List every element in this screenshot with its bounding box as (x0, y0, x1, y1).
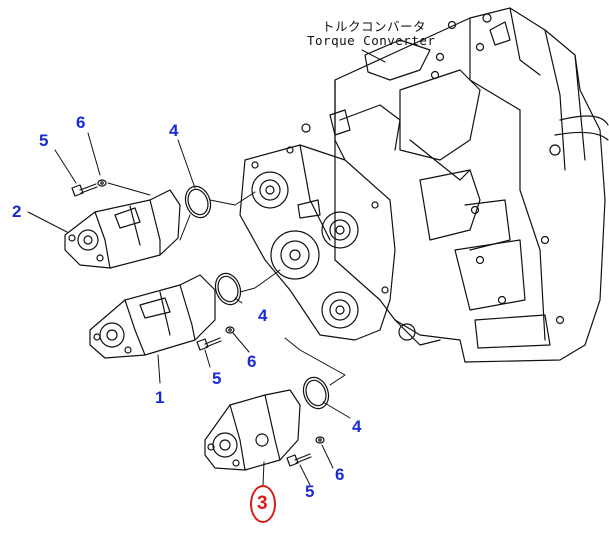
title-japanese: トルクコンバータ (322, 19, 427, 34)
callout-6-mid: 6 (247, 352, 257, 371)
callout-1: 1 (155, 388, 165, 407)
callout-2: 2 (12, 202, 22, 221)
title-english: Torque Converter (307, 33, 436, 48)
o-rings (184, 185, 330, 410)
callout-5-mid: 5 (212, 369, 222, 388)
header-leader (361, 49, 386, 63)
callout-4-top: 4 (169, 121, 179, 140)
pump-1 (89, 274, 216, 359)
leader-lines (27, 132, 351, 486)
callout-4-mid: 4 (258, 306, 268, 325)
callout-3-highlight: 3 (257, 493, 268, 514)
callout-4-low: 4 (352, 417, 362, 436)
pump-drive-case (239, 144, 396, 341)
bolts-and-washers (71, 179, 325, 467)
callout-5-low: 5 (305, 482, 315, 501)
callout-5-top: 5 (39, 131, 49, 150)
transmission-housing (301, 7, 609, 363)
assembly-lines (107, 182, 346, 386)
pump-3 (204, 389, 301, 471)
callout-6-top: 6 (76, 113, 86, 132)
highlight-ring (250, 485, 276, 523)
pump-2 (64, 189, 181, 269)
callout-6-low: 6 (335, 465, 345, 484)
